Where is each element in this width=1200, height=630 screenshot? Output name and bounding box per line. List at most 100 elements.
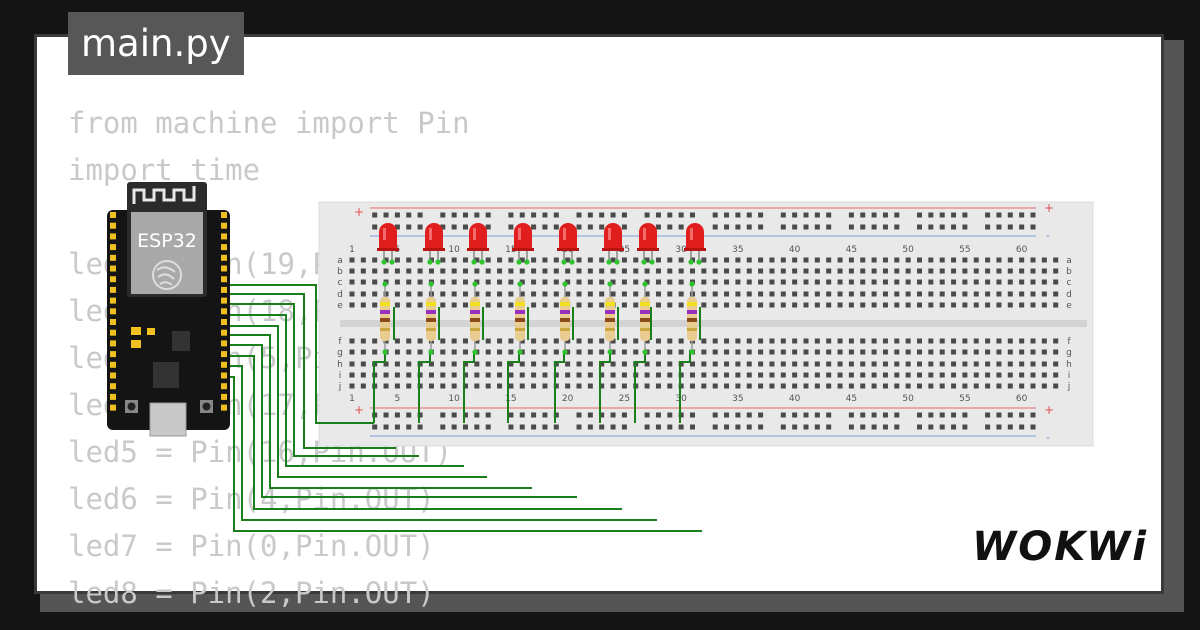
breadboard-hole bbox=[542, 279, 548, 285]
breadboard-hole bbox=[985, 338, 991, 344]
esp32-pin bbox=[221, 286, 227, 293]
breadboard-hole bbox=[587, 302, 593, 308]
breadboard-hole bbox=[939, 338, 945, 344]
breadboard-hole bbox=[599, 302, 605, 308]
breadboard-hole bbox=[678, 268, 684, 274]
breadboard-hole bbox=[610, 349, 616, 355]
breadboard-hole bbox=[951, 361, 957, 367]
breadboard-hole bbox=[928, 257, 934, 263]
breadboard-hole bbox=[882, 291, 888, 297]
rail-hole bbox=[985, 224, 991, 230]
breadboard-hole bbox=[962, 291, 968, 297]
rail-hole bbox=[553, 212, 559, 218]
file-tab[interactable]: main.py bbox=[68, 12, 244, 75]
breadboard-hole bbox=[996, 349, 1002, 355]
breadboard-hole bbox=[383, 383, 389, 389]
breadboard-hole bbox=[746, 268, 752, 274]
breadboard-hole bbox=[1007, 372, 1013, 378]
breadboard-hole bbox=[837, 302, 843, 308]
breadboard-hole bbox=[463, 383, 468, 389]
esp32-pin bbox=[221, 212, 227, 218]
breadboard-hole bbox=[553, 291, 559, 297]
breadboard-hole bbox=[792, 349, 798, 355]
led-rim bbox=[684, 248, 706, 251]
breadboard-hole bbox=[406, 349, 412, 355]
breadboard-hole bbox=[917, 361, 922, 367]
breadboard-hole bbox=[985, 361, 991, 367]
rail-hole bbox=[690, 424, 695, 430]
column-number-label: 35 bbox=[732, 394, 743, 404]
breadboard-hole bbox=[1019, 291, 1025, 297]
breadboard-hole bbox=[667, 383, 673, 389]
rail-hole bbox=[780, 212, 786, 218]
breadboard-hole bbox=[565, 349, 571, 355]
breadboard-hole bbox=[508, 372, 514, 378]
rail-hole bbox=[553, 424, 559, 430]
breadboard-hole bbox=[576, 372, 582, 378]
rail-hole bbox=[939, 224, 945, 230]
breadboard-hole bbox=[746, 291, 752, 297]
column-number-label: 10 bbox=[448, 394, 460, 404]
breadboard-hole bbox=[724, 302, 730, 308]
breadboard-hole bbox=[951, 268, 957, 274]
breadboard-hole bbox=[565, 361, 571, 367]
breadboard-hole bbox=[769, 383, 775, 389]
breadboard-hole bbox=[440, 383, 446, 389]
rail-hole bbox=[587, 224, 593, 230]
breadboard-hole bbox=[406, 383, 412, 389]
resistor-band bbox=[560, 302, 570, 306]
breadboard-hole bbox=[826, 257, 832, 263]
rail-hole bbox=[792, 424, 798, 430]
resistor-band bbox=[515, 318, 525, 322]
breadboard-hole bbox=[996, 302, 1002, 308]
rail-hole bbox=[531, 212, 537, 218]
led-rim bbox=[637, 248, 659, 251]
esp32-pin bbox=[221, 383, 227, 390]
breadboard-hole bbox=[678, 257, 684, 263]
breadboard-hole bbox=[576, 291, 582, 297]
breadboard-hole bbox=[837, 338, 843, 344]
breadboard-hole bbox=[633, 302, 639, 308]
breadboard-hole bbox=[894, 383, 900, 389]
breadboard-hole bbox=[780, 291, 786, 297]
connection-dot bbox=[689, 349, 695, 355]
breadboard-hole bbox=[553, 279, 559, 285]
breadboard-hole bbox=[349, 372, 355, 378]
breadboard-hole bbox=[1030, 291, 1036, 297]
rail-hole bbox=[814, 212, 820, 218]
esp32-pin bbox=[110, 212, 116, 218]
connection-dot bbox=[517, 281, 523, 287]
breadboard-hole bbox=[724, 291, 730, 297]
breadboard-hole bbox=[621, 302, 627, 308]
breadboard-hole bbox=[497, 302, 503, 308]
esp32-pin bbox=[110, 233, 116, 240]
wire bbox=[227, 344, 577, 498]
breadboard-hole bbox=[939, 291, 945, 297]
breadboard-hole bbox=[792, 361, 798, 367]
led-highlight bbox=[518, 228, 521, 240]
rail-hole bbox=[576, 212, 582, 218]
breadboard-hole bbox=[871, 372, 877, 378]
breadboard-hole bbox=[826, 372, 832, 378]
breadboard-hole bbox=[951, 291, 957, 297]
rail-hole bbox=[531, 224, 537, 230]
rail-hole bbox=[508, 424, 514, 430]
column-number-label: 25 bbox=[619, 245, 630, 255]
breadboard-hole bbox=[519, 361, 525, 367]
breadboard-hole bbox=[712, 372, 718, 378]
esp32-pin bbox=[221, 319, 227, 325]
breadboard-hole bbox=[905, 257, 911, 263]
esp32-pin bbox=[110, 222, 116, 229]
connection-dot bbox=[688, 259, 694, 265]
breadboard-hole bbox=[848, 383, 854, 389]
breadboard-hole bbox=[973, 372, 979, 378]
breadboard-hole bbox=[383, 372, 389, 378]
breadboard-hole bbox=[746, 302, 752, 308]
rail-hole bbox=[735, 424, 741, 430]
rail-hole bbox=[758, 412, 764, 418]
breadboard-hole bbox=[701, 372, 707, 378]
breadboard-hole bbox=[599, 383, 605, 389]
column-number-label: 35 bbox=[732, 245, 743, 255]
column-number-label: 60 bbox=[1016, 245, 1028, 255]
breadboard-hole bbox=[1041, 372, 1047, 378]
